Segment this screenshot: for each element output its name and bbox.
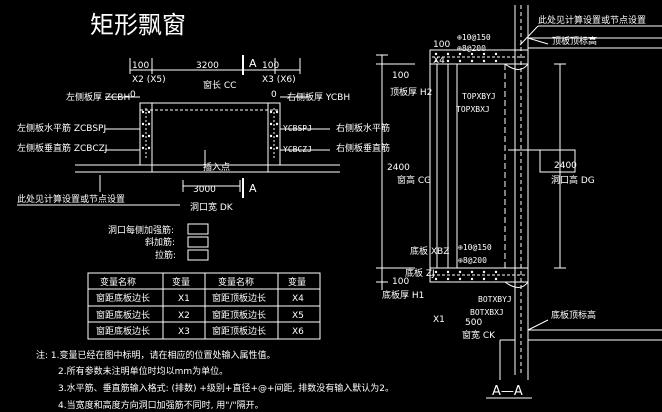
dim-100-top: 100 [433,40,450,50]
top-plate-thickness: 顶板厚 H2 [390,86,432,98]
table-cell: 窗距底板边长 [96,292,150,304]
left-vert-rebar: 左侧板垂直筋 ZCBCZJ [17,142,107,154]
table-cell: 窗距底板边长 [96,309,150,321]
ycbspj-label: YCBSPJ [283,124,312,133]
botxbxj-label: BOTXBXJ [470,308,504,317]
dim-3200: 3200 [196,61,219,71]
section-mark-top: A [249,57,257,70]
x2-label: X2 (X5) [132,75,166,85]
table-cell: X6 [292,327,304,337]
th-name-2: 变量名称 [218,276,254,288]
rebar-bot-2: ⊕8@200 [458,256,487,265]
opening-height-label: 洞口高 DG [551,174,595,186]
th-var-2: 变量 [288,276,306,288]
dim-2400-right: 2400 [554,161,577,171]
bottom-plate-top-elev: 底板顶标高 [551,309,596,321]
rebar-bot-1: ⊕10@150 [458,243,492,252]
table-cell: X2 [178,311,190,321]
top-plate-top-elev: 顶板顶标高 [552,35,597,47]
ycbczj-label: YCBCZJ [283,145,312,154]
note-4: 4.当宽度和高度方向洞口加强筋不同时, 用"/"隔开。 [58,399,264,411]
bottom-zj-label: 底板 ZJ [405,267,435,279]
rebar-top-1: ⊕10@150 [457,33,491,42]
right-plate-thickness: 右侧板厚 YCBH [287,91,350,103]
dim-100-left: 100 [132,61,149,71]
x4-label: X4 [433,56,445,66]
bottom-xbz-label: 底板 XBZ [410,245,449,257]
window-height-label: 窗高 CG [397,174,431,186]
x1-label: X1 [433,315,445,325]
reinforce-box2[interactable] [187,236,209,248]
table-cell: X1 [178,294,190,304]
table-cell: X4 [292,294,304,304]
reinforce-box3[interactable] [187,249,209,261]
right-horiz-rebar: 右侧板水平筋 [336,122,390,134]
table-cell: 窗距顶板边长 [212,325,266,337]
zero-left: 0 [130,90,136,100]
right-vert-rebar: 右侧板垂直筋 [336,142,390,154]
topxbyj-label: TOPXBYJ [462,92,496,101]
th-name-1: 变量名称 [100,276,136,288]
x3-label: X3 (X6) [262,75,296,85]
note-2: 2.所有参数未注明单位时均以mm为单位。 [58,365,228,377]
left-horiz-rebar: 左侧板水平筋 ZCBSPJ [17,122,106,134]
table-cell: 窗距顶板边长 [212,292,266,304]
section-view: 此处见计算设置或节点设置 顶板顶标高 ⊕10@150 ⊕8@200 100 X4… [376,5,662,399]
insert-point-label: 插入点 [203,161,230,173]
dim-100-right: 100 [262,61,279,71]
th-var-1: 变量 [172,276,190,288]
reinforce-box1[interactable] [187,223,209,235]
zero-right: 0 [271,90,277,100]
reinforce-line1: 洞口每侧加强筋: [108,224,174,236]
window-length-label: 窗长 CC [203,79,236,91]
table-cell: X5 [292,311,304,321]
section-mark-bottom: A [249,182,257,195]
reinforce-line3: 拉筋: [155,249,176,261]
opening-reinforcement: 洞口每侧加强筋: 斜加筋: 拉筋: [108,223,209,261]
notes: 注: 1.变量已经在图中标明，请在相应的位置处输入属性值。 2.所有参数未注明单… [36,349,394,411]
opening-width-label: 洞口宽 DK [190,201,234,213]
topxbxj-label: TOPXBXJ [456,105,490,114]
table-cell: X3 [178,327,190,337]
botxbyj-label: BOTXBYJ [478,295,512,304]
dim-2400-left: 2400 [387,163,410,173]
plan-calc-note: 此处见计算设置或节点设置 [17,193,125,205]
table-cell: 窗距底板边长 [96,325,150,337]
dim-100-bottom: 100 [392,277,409,287]
table-cell: 窗距顶板边长 [212,309,266,321]
dim-500: 500 [465,318,482,328]
note-3: 3.水平筋、垂直筋输入格式: (排数) +级别+直径+@+间距, 排数没有输入默… [58,382,394,394]
reinforce-line2: 斜加筋: [145,236,175,248]
rebar-top-2: ⊕8@200 [457,44,486,53]
plan-view: 100 3200 100 X2 (X5) X3 (X6) 窗长 CC A [17,55,390,213]
bottom-thickness-label: 底板厚 H1 [382,289,424,301]
variable-table: 变量名称 变量 变量名称 变量 窗距底板边长 X1 窗距顶板边长 X4 窗距底板… [87,272,321,340]
section-aa-label: A—A [492,384,523,399]
drawing-title: 矩形飘窗 [90,11,186,39]
note-1: 注: 1.变量已经在图中标明，请在相应的位置处输入属性值。 [36,349,275,361]
dim-100-left-sec: 100 [392,71,409,81]
window-width-label: 窗宽 CK [462,329,496,341]
left-plate-thickness: 左侧板厚 ZCBH [66,91,130,103]
section-calc-note: 此处见计算设置或节点设置 [538,14,646,26]
dim-3000: 3000 [193,185,216,195]
